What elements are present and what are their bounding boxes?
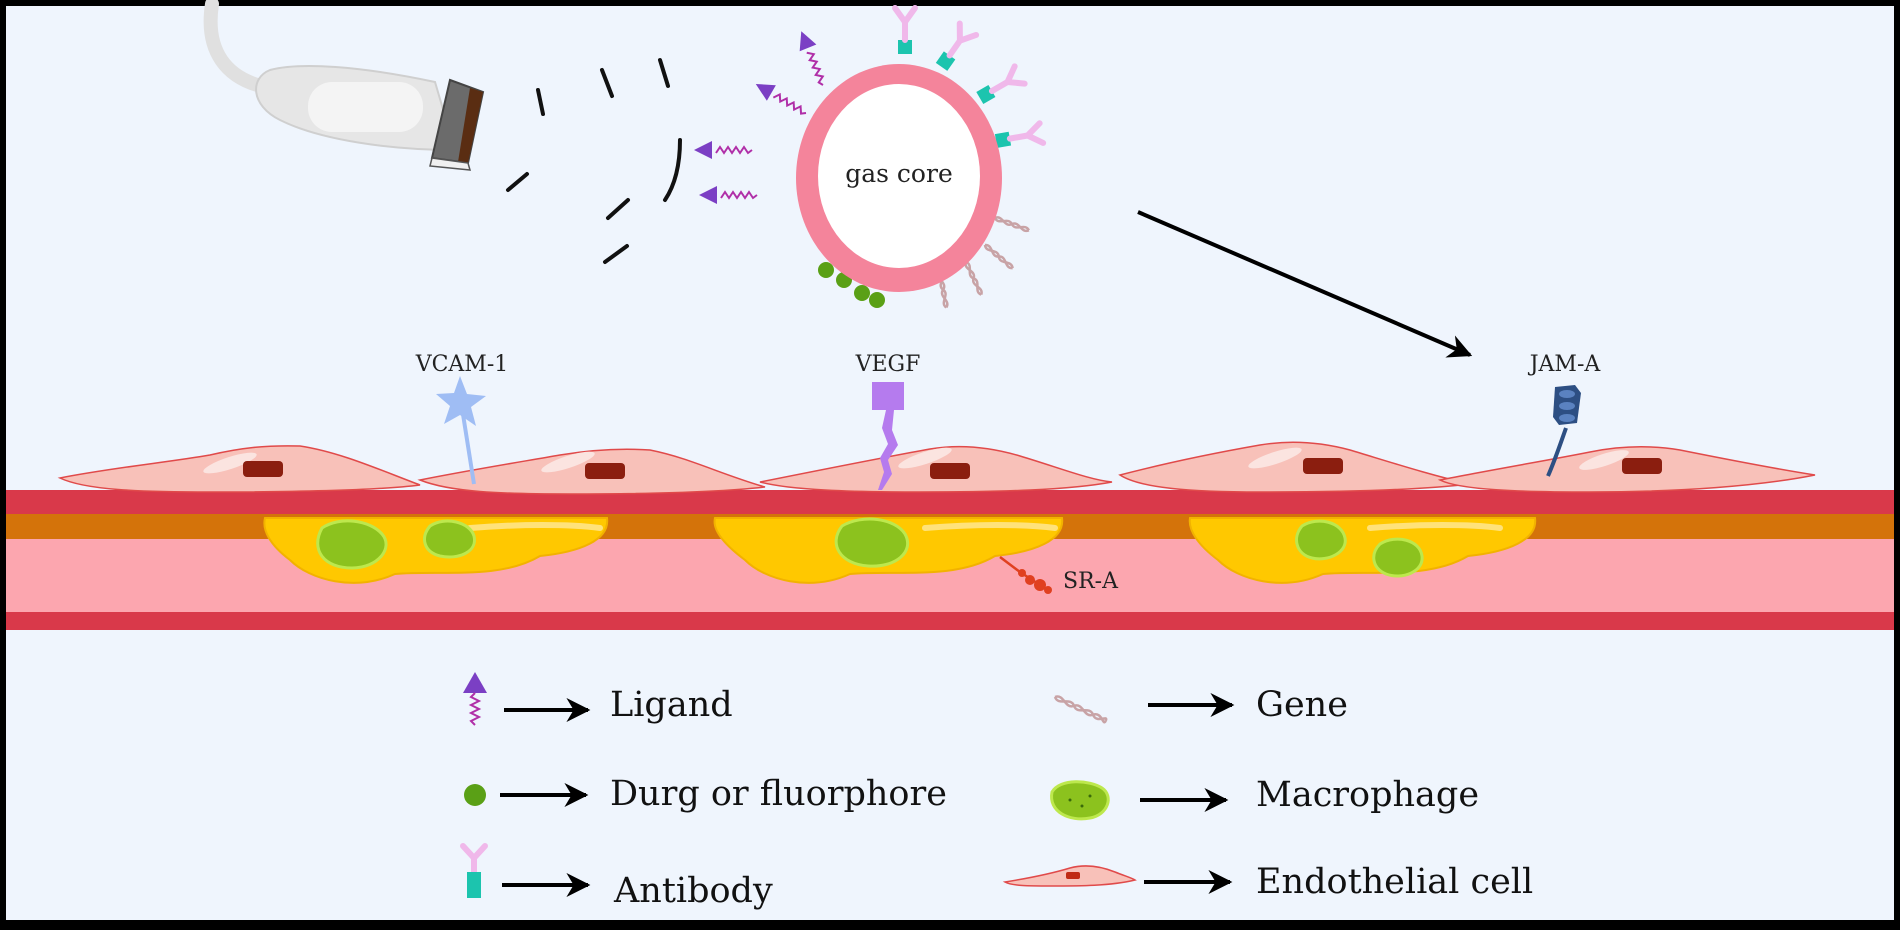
endothelial-layer (57, 441, 1816, 495)
legend-gene-label: Gene (1256, 685, 1348, 725)
bubble-antibodies (892, 5, 1047, 148)
plaque-2 (713, 517, 1064, 584)
legend-gene-icon (1053, 695, 1108, 724)
vegf-receptor-icon (872, 382, 904, 490)
jam-receptor-icon (1546, 385, 1581, 477)
endothelial-cell (57, 445, 421, 493)
ultrasound-probe-icon (203, 0, 485, 171)
legend-antibody-icon (460, 843, 488, 898)
plaque-1 (263, 517, 609, 584)
plaque-3 (1188, 517, 1537, 584)
vessel-wall-top (6, 490, 1894, 514)
legend-ligand-icon (463, 672, 487, 726)
endothelial-cell (1437, 446, 1816, 493)
legend-antibody-label: Antibody (613, 871, 773, 911)
vcam-label: VCAM-1 (415, 352, 509, 377)
endothelial-cell (759, 445, 1113, 493)
vegf-label: VEGF (855, 352, 921, 377)
endothelial-cell (1118, 441, 1471, 493)
sra-receptor-icon (999, 556, 1052, 594)
sra-label: SR-A (1063, 569, 1119, 594)
gas-core-label: gas core (845, 159, 952, 188)
legend: Ligand Durg or fluorphore Antibody Gene … (460, 672, 1533, 911)
legend-ligand-label: Ligand (610, 685, 733, 725)
ultrasound-waves (506, 58, 682, 264)
endothelial-cell (417, 448, 766, 495)
legend-macrophage-icon (1050, 780, 1110, 821)
microbubble: gas core (694, 5, 1047, 309)
legend-drug-label: Durg or fluorphore (610, 774, 947, 814)
legend-endothelial-icon (1002, 865, 1137, 887)
jam-label: JAM-A (1528, 352, 1602, 377)
vcam-receptor-icon (436, 376, 486, 485)
plaques (263, 517, 1537, 584)
legend-macrophage-label: Macrophage (1256, 775, 1479, 815)
targeting-arrow (1137, 210, 1473, 358)
legend-drug-icon (464, 784, 486, 806)
vessel-wall-bottom (6, 612, 1894, 630)
gas-core (818, 84, 980, 268)
legend-endothelial-label: Endothelial cell (1256, 862, 1533, 902)
bubble-ligands (694, 31, 825, 204)
